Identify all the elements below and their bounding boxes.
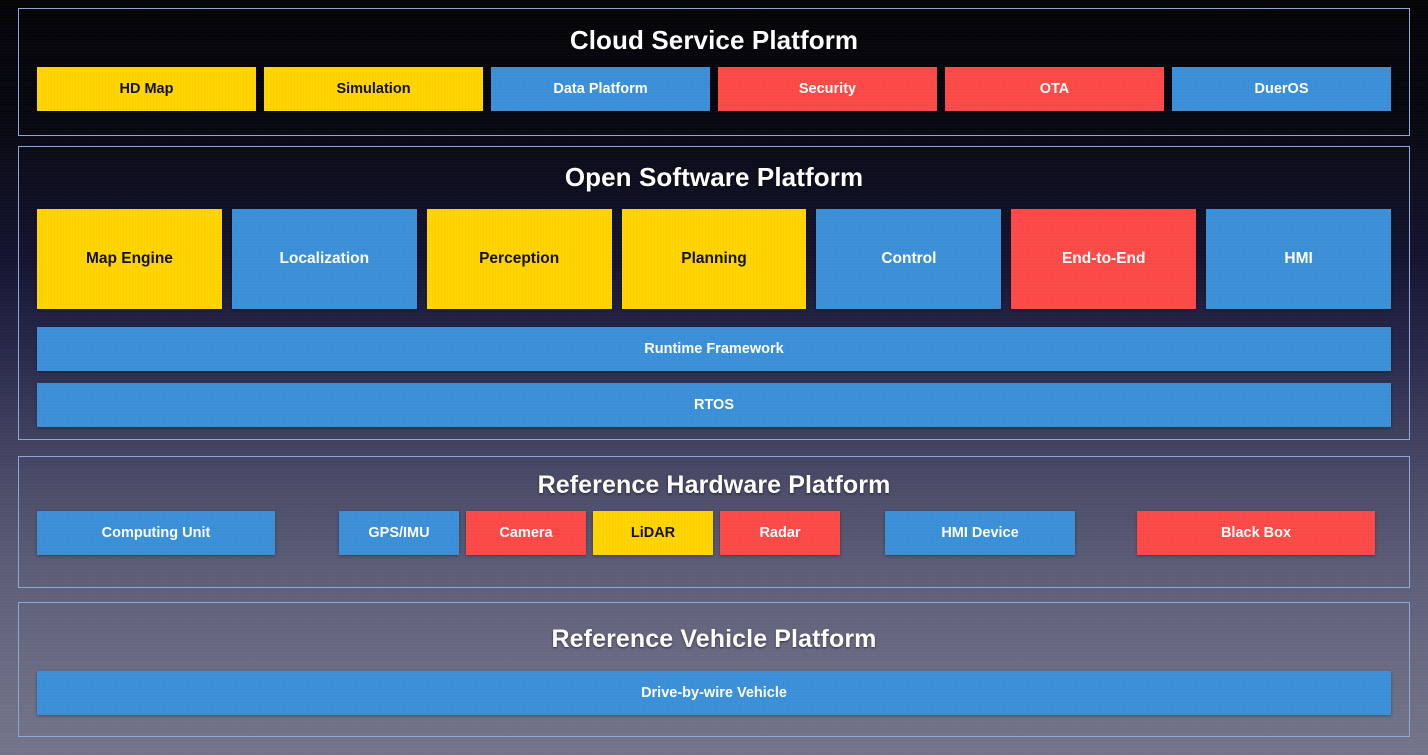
software-module-map-engine[interactable]: Map Engine	[37, 209, 222, 309]
cloud-block-hd-map[interactable]: HD Map	[37, 67, 256, 111]
software-module-hmi[interactable]: HMI	[1206, 209, 1392, 309]
cloud-block-security[interactable]: Security	[718, 67, 937, 111]
hardware-block-row: Computing Unit GPS/IMU Camera LiDAR Rada…	[37, 511, 1391, 555]
layer-title-software: Open Software Platform	[564, 162, 864, 192]
software-module-localization[interactable]: Localization	[231, 209, 417, 309]
layer-reference-vehicle-platform: Reference Vehicle Platform Drive-by-wire…	[18, 602, 1410, 737]
layer-open-software-platform: Open Software Platform Map Engine Locali…	[18, 146, 1410, 440]
layer-reference-hardware-platform: Reference Hardware Platform Computing Un…	[18, 456, 1410, 588]
hardware-block-black-box[interactable]: Black Box	[1137, 511, 1375, 555]
layer-title-cloud: Cloud Service Platform	[569, 25, 859, 55]
hardware-block-computing-unit[interactable]: Computing Unit	[37, 511, 275, 555]
layer-cloud-service-platform: Cloud Service Platform HD Map Simulation…	[18, 8, 1410, 136]
hardware-block-camera[interactable]: Camera	[466, 511, 586, 555]
cloud-block-ota[interactable]: OTA	[945, 67, 1164, 111]
cloud-block-data-platform[interactable]: Data Platform	[491, 67, 710, 111]
hardware-block-lidar[interactable]: LiDAR	[593, 511, 713, 555]
software-bar-rtos[interactable]: RTOS	[37, 383, 1391, 427]
layer-title-hardware: Reference Hardware Platform	[537, 471, 891, 499]
cloud-block-simulation[interactable]: Simulation	[264, 67, 483, 111]
hardware-block-hmi-device[interactable]: HMI Device	[885, 511, 1075, 555]
software-module-end-to-end[interactable]: End-to-End	[1011, 209, 1197, 309]
software-bar-runtime-framework[interactable]: Runtime Framework	[37, 327, 1391, 371]
software-module-planning[interactable]: Planning	[621, 209, 807, 309]
cloud-block-dueros[interactable]: DuerOS	[1172, 67, 1391, 111]
layer-title-vehicle: Reference Vehicle Platform	[551, 625, 877, 653]
software-module-row: Map Engine Localization Perception Plann…	[37, 209, 1392, 309]
vehicle-bar-drive-by-wire[interactable]: Drive-by-wire Vehicle	[37, 671, 1391, 715]
hardware-block-gps-imu[interactable]: GPS/IMU	[339, 511, 459, 555]
software-module-perception[interactable]: Perception	[426, 209, 612, 309]
hardware-block-radar[interactable]: Radar	[720, 511, 840, 555]
software-module-control[interactable]: Control	[816, 209, 1002, 309]
cloud-block-row: HD Map Simulation Data Platform Security…	[37, 67, 1391, 111]
